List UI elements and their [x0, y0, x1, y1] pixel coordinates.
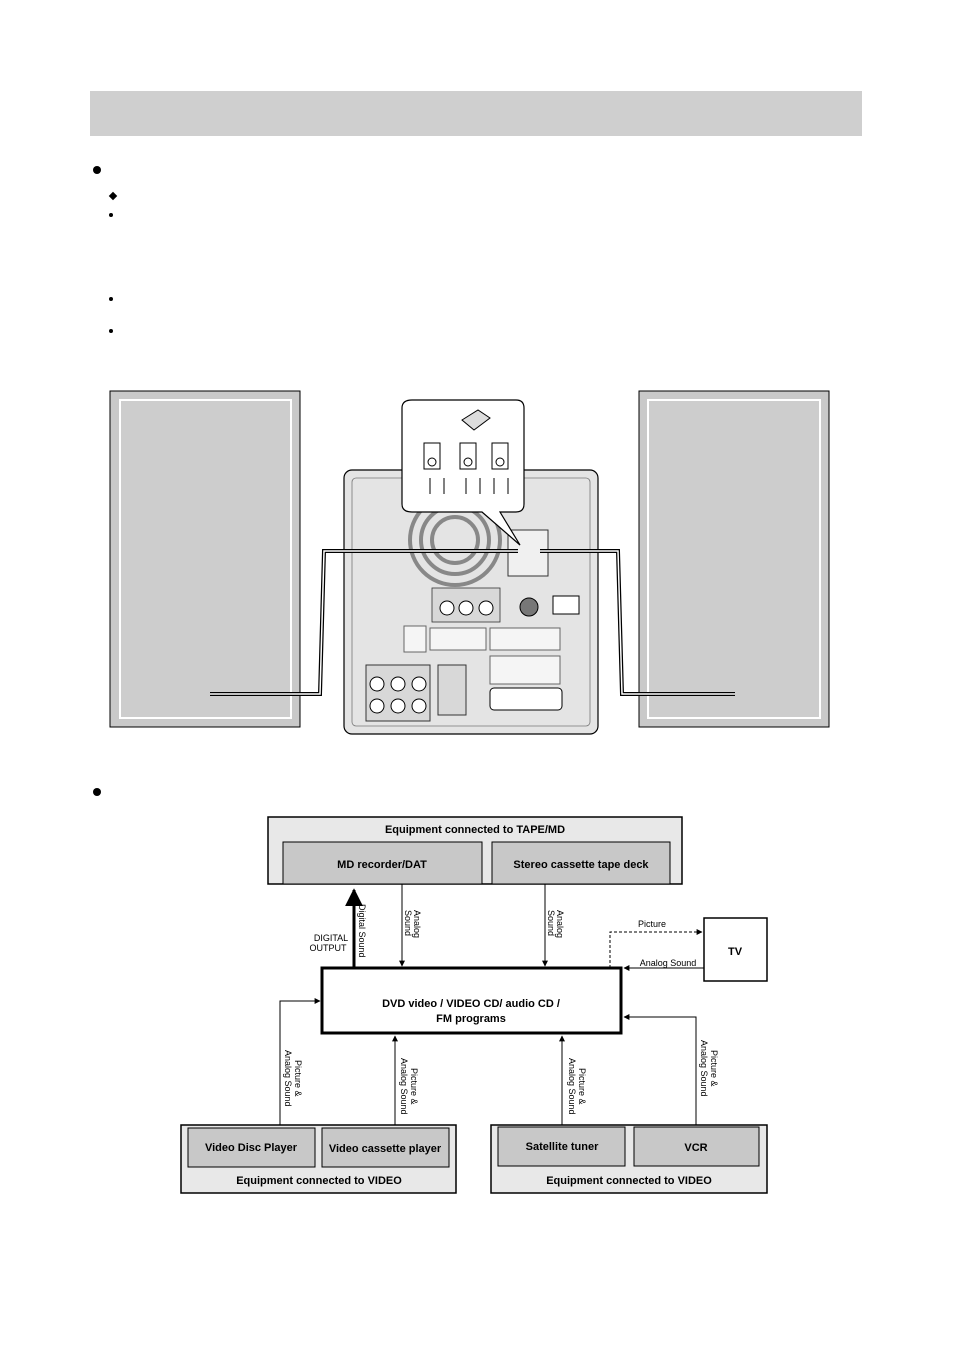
center-label-line2: FM programs [436, 1013, 506, 1025]
terminal-callout-icon [401, 399, 525, 546]
vcr-arrow [623, 1014, 697, 1125]
vcp-picture-label: Picture & [409, 1068, 419, 1105]
right-speaker-icon [638, 390, 830, 728]
tape-group-label: Equipment connected to TAPE/MD [385, 824, 565, 836]
video-cassette-player-label: Video cassette player [329, 1143, 442, 1155]
center-source-box: DVD video / VIDEO CD/ audio CD / FM prog… [320, 966, 623, 1035]
video-disc-player-label: Video Disc Player [205, 1142, 298, 1154]
tv-box: TV [703, 917, 768, 982]
dot-bullet-icon [109, 213, 113, 217]
vcr-label: VCR [684, 1142, 707, 1154]
tv-label: TV [728, 946, 743, 958]
sat-analog-label: Analog Sound [567, 1058, 577, 1115]
digital-output-label-2: OUTPUT [310, 943, 348, 953]
cassette-analog-label-1: Analog [555, 910, 565, 938]
md-recorder-label: MD recorder/DAT [337, 859, 427, 871]
satellite-tuner-label: Satellite tuner [526, 1141, 599, 1153]
video-group-left: Video Disc Player Video cassette player … [180, 1124, 457, 1194]
vdp-analog-label: Analog Sound [283, 1050, 293, 1107]
picture-to-tv-arrow [609, 929, 703, 968]
bullet-icon [93, 788, 101, 796]
md-analog-label-2: Sound [403, 910, 413, 936]
digital-sound-label: Digital Sound [357, 904, 367, 958]
vcp-analog-label: Analog Sound [399, 1058, 409, 1115]
speaker-connection-illustration [109, 390, 830, 735]
tv-analog-label: Analog Sound [640, 958, 697, 968]
left-speaker-icon [109, 390, 301, 728]
vcr-analog-label: Analog Sound [699, 1040, 709, 1097]
connection-diagram: Equipment connected to TAPE/MD MD record… [180, 816, 768, 1194]
diamond-bullet-icon [108, 191, 118, 201]
digital-output-label-1: DIGITAL [314, 933, 348, 943]
picture-label: Picture [638, 919, 666, 929]
video-group-right: Satellite tuner VCR Equipment connected … [490, 1124, 768, 1194]
dot-bullet-icon [109, 297, 113, 301]
center-label-line1: DVD video / VIDEO CD/ audio CD / [382, 998, 560, 1010]
md-analog-label-1: Analog [412, 910, 422, 938]
vcr-picture-label: Picture & [709, 1050, 719, 1087]
tape-md-group: Equipment connected to TAPE/MD MD record… [267, 816, 683, 885]
video-group-left-label: Equipment connected to VIDEO [236, 1175, 402, 1187]
sat-picture-label: Picture & [577, 1068, 587, 1105]
section-header-bar [90, 91, 862, 136]
vdp-picture-label: Picture & [293, 1060, 303, 1097]
video-group-right-label: Equipment connected to VIDEO [546, 1175, 712, 1187]
cassette-analog-label-2: Sound [546, 910, 556, 936]
dot-bullet-icon [109, 329, 113, 333]
video-disc-arrow [279, 998, 321, 1125]
cassette-deck-label: Stereo cassette tape deck [513, 859, 649, 871]
bullet-icon [93, 166, 101, 174]
